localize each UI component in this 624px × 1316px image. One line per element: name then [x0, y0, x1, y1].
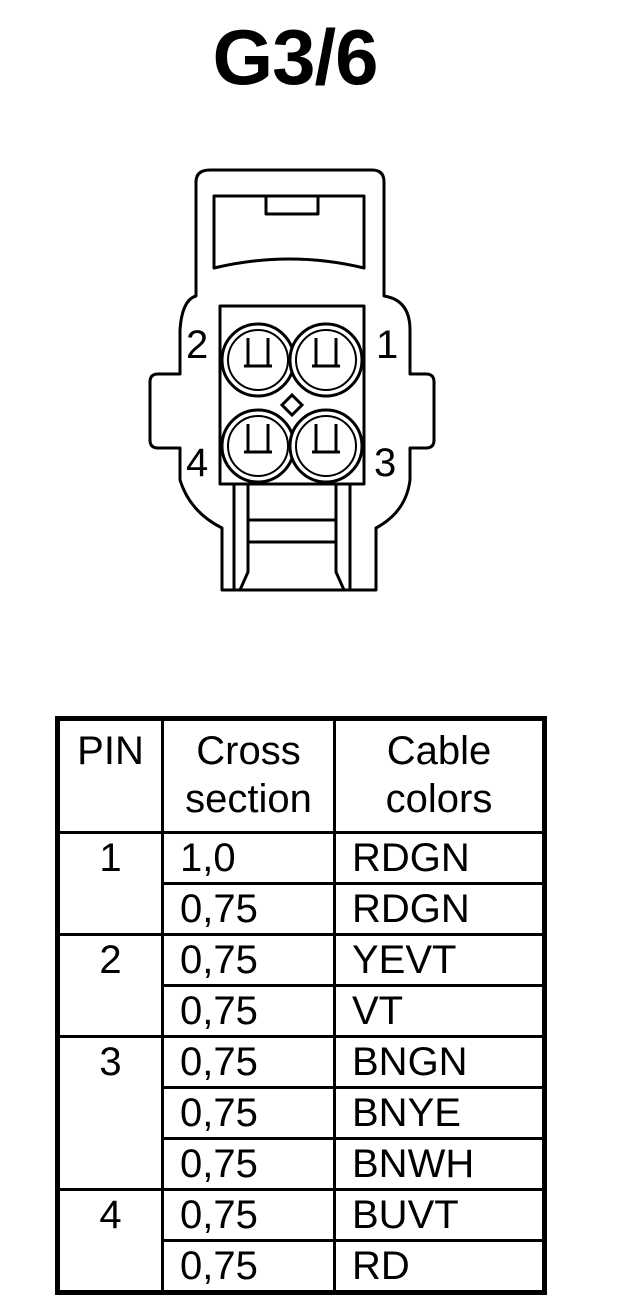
table-row: 1 1,0 RDGN	[56, 831, 546, 936]
cross-section-cell: 1,0	[161, 831, 336, 885]
cross-section-cell: 0,75	[161, 1137, 336, 1191]
cross-section-cell: 0,75	[161, 1188, 336, 1242]
pin-cavity-2	[220, 322, 296, 398]
connector-housing-outline	[148, 168, 436, 592]
table-row: 0,75 BNWH	[58, 1137, 546, 1191]
table-row: 4 0,75 BUVT	[56, 1188, 546, 1294]
contact-1	[312, 338, 340, 368]
cross-section-cell: 0,75	[161, 882, 336, 936]
pin-label-4: 4	[186, 441, 208, 485]
coding-diamond	[279, 392, 305, 418]
latch-tab	[264, 194, 320, 216]
pin-cavity-4	[220, 408, 296, 484]
pin-label-1: 1	[376, 323, 398, 367]
cable-color-cell: BNYE	[333, 1086, 546, 1140]
pin-cavity-3	[288, 408, 364, 484]
pin-number: 1	[56, 831, 164, 936]
cable-color-cell: BNGN	[333, 1035, 546, 1089]
terminal-block	[218, 304, 366, 486]
cable-color-cell: BUVT	[333, 1188, 546, 1242]
table-row: 0,75 VT	[58, 984, 546, 1038]
cable-color-cell: VT	[333, 984, 546, 1038]
pin-number: 3	[56, 1035, 164, 1191]
lower-cross-bar	[246, 518, 338, 544]
cable-color-cell: RDGN	[333, 831, 546, 885]
pin-label-3: 3	[374, 441, 396, 485]
table-row: 0,75 RD	[58, 1239, 546, 1294]
contact-2	[244, 338, 272, 368]
pin-number: 2	[56, 933, 164, 1038]
cross-section-cell: 0,75	[161, 1239, 336, 1294]
connector-diagram: 2 1 4 3	[148, 168, 436, 592]
header-pin: PIN	[56, 717, 164, 834]
cable-color-cell: RD	[333, 1239, 546, 1294]
table-row: 0,75 RDGN	[58, 882, 546, 936]
connector-title: G3/6	[212, 13, 378, 101]
cross-section-cell: 0,75	[161, 1086, 336, 1140]
pin-cavity-1	[288, 322, 364, 398]
cable-color-cell: BNWH	[333, 1137, 546, 1191]
pin-number: 4	[56, 1188, 164, 1294]
table-row: 2 0,75 YEVT	[56, 933, 546, 1038]
pin-label-2: 2	[186, 323, 208, 367]
cross-section-cell: 0,75	[161, 984, 336, 1038]
lower-rails	[232, 484, 352, 591]
table-row: 3 0,75 BNGN	[56, 1035, 546, 1191]
table-row: 0,75 BNYE	[58, 1086, 546, 1140]
contact-4	[244, 424, 272, 454]
cross-section-cell: 0,75	[161, 1035, 336, 1089]
cable-color-cell: RDGN	[333, 882, 546, 936]
latch-window	[212, 194, 366, 270]
cable-color-cell: YEVT	[333, 933, 546, 987]
contact-3	[312, 424, 340, 454]
cross-section-cell: 0,75	[161, 933, 336, 987]
